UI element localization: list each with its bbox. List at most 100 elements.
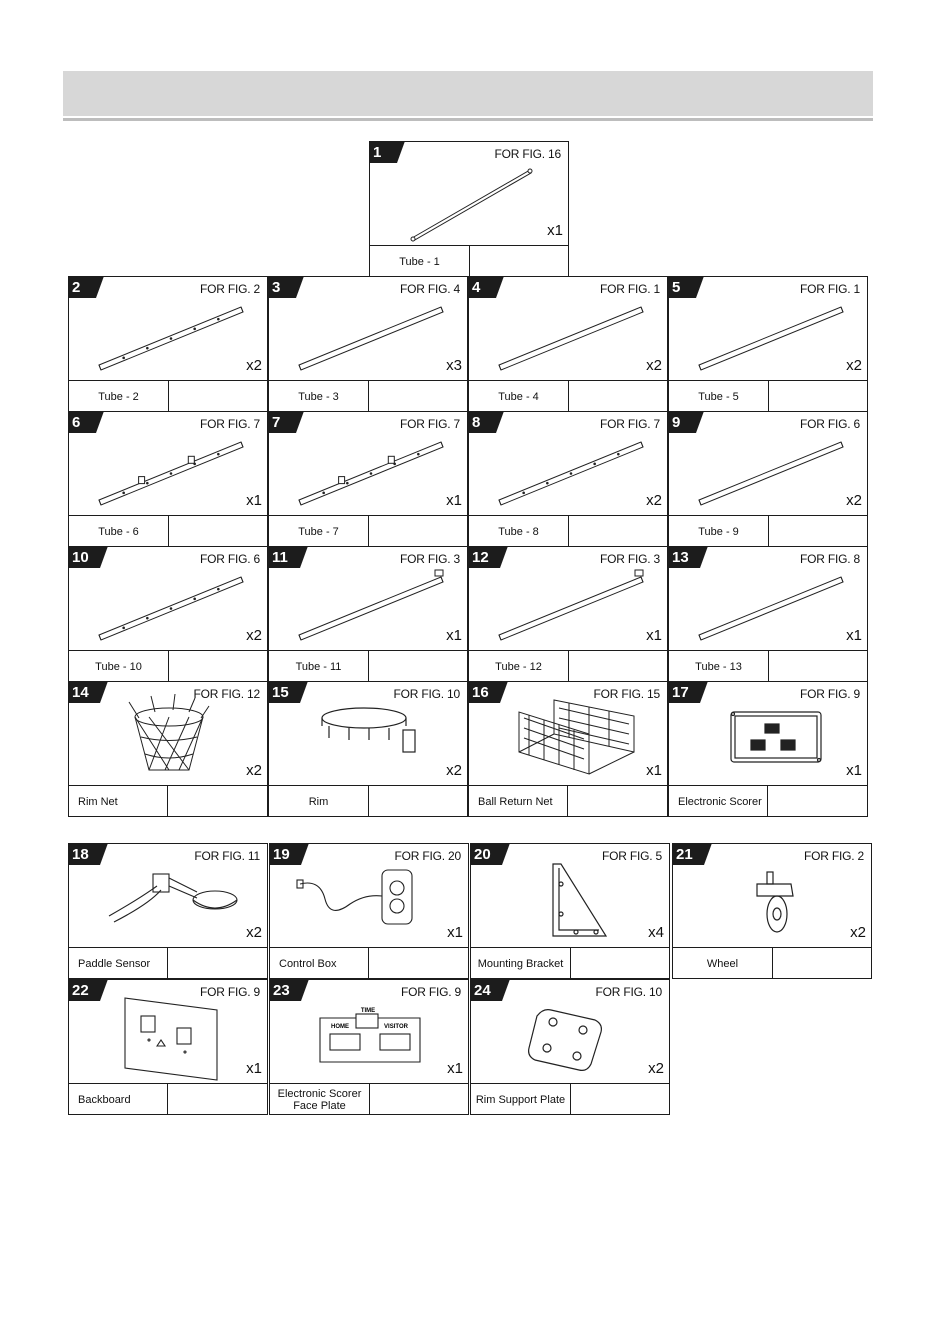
part-number-tab: 10 bbox=[68, 546, 108, 568]
part-name: Tube - 11 bbox=[269, 651, 369, 682]
backboard-icon bbox=[124, 997, 218, 1081]
tube-icon bbox=[98, 306, 244, 371]
part-name: Electronic Scorer Face Plate bbox=[270, 1084, 370, 1115]
part-number-tab: 3 bbox=[268, 276, 304, 298]
figure-reference: FOR FIG. 6 bbox=[799, 417, 860, 431]
part-quantity: x1 bbox=[646, 627, 662, 644]
part-number: 21 bbox=[676, 846, 693, 863]
part-name: Mounting Bracket bbox=[471, 948, 571, 979]
part-label-row: Electronic Scorer Face Plate bbox=[270, 1083, 468, 1115]
part-number-tab: 7 bbox=[268, 411, 304, 433]
part-name: Tube - 9 bbox=[669, 516, 769, 547]
part-image-area bbox=[69, 844, 267, 947]
part-quantity: x1 bbox=[846, 627, 862, 644]
part-cell-12: 12 FOR FIG. 3 x1 Tube - 12 bbox=[468, 546, 668, 682]
part-label-row: Paddle Sensor bbox=[69, 947, 267, 979]
part-cell-2: 2 FOR FIG. 2 x2 Tube - 2 bbox=[68, 276, 268, 412]
part-number: 12 bbox=[472, 549, 489, 566]
part-image-area bbox=[669, 412, 867, 515]
figure-reference: FOR FIG. 11 bbox=[194, 849, 260, 863]
part-label-row: Tube - 8 bbox=[469, 515, 667, 547]
part-image-area bbox=[669, 277, 867, 380]
part-image-area bbox=[69, 412, 267, 515]
part-image-area bbox=[669, 547, 867, 650]
part-name: Tube - 13 bbox=[669, 651, 769, 682]
part-quantity: x3 bbox=[446, 357, 462, 374]
tube-icon bbox=[498, 306, 644, 371]
electronic-scorer-icon bbox=[730, 711, 822, 763]
part-label-row: Wheel bbox=[673, 947, 871, 979]
figure-reference: FOR FIG. 12 bbox=[193, 687, 261, 701]
part-name: Tube - 7 bbox=[269, 516, 369, 547]
part-number-tab: 21 bbox=[672, 843, 712, 865]
part-number-tab: 6 bbox=[68, 411, 104, 433]
part-quantity: x2 bbox=[646, 357, 662, 374]
part-image-area bbox=[269, 277, 467, 380]
figure-reference: FOR FIG. 7 bbox=[199, 417, 260, 431]
part-cell-6: 6 FOR FIG. 7 x1 Tube - 6 bbox=[68, 411, 268, 547]
part-cell-24: 24 FOR FIG. 10 x2 Rim Support Plate bbox=[470, 979, 670, 1115]
part-image-area bbox=[669, 682, 867, 785]
part-number: 11 bbox=[272, 549, 288, 566]
part-quantity: x2 bbox=[246, 627, 262, 644]
tube-icon bbox=[298, 306, 444, 371]
part-name: Tube - 1 bbox=[370, 246, 470, 277]
part-cell-20: 20 FOR FIG. 5 x4 Mounting Bracket bbox=[470, 843, 670, 979]
figure-reference: FOR FIG. 9 bbox=[400, 985, 461, 999]
part-quantity: x2 bbox=[850, 924, 866, 941]
part-cell-7: 7 FOR FIG. 7 x1 Tube - 7 bbox=[268, 411, 468, 547]
part-quantity: x2 bbox=[446, 762, 462, 779]
part-image-area bbox=[269, 682, 467, 785]
part-number: 17 bbox=[672, 684, 689, 701]
part-name: Tube - 4 bbox=[469, 381, 569, 412]
part-cell-5: 5 FOR FIG. 1 x2 Tube - 5 bbox=[668, 276, 868, 412]
part-quantity: x1 bbox=[646, 762, 662, 779]
part-quantity: x1 bbox=[246, 492, 262, 509]
part-image-area bbox=[469, 547, 667, 650]
figure-reference: FOR FIG. 10 bbox=[393, 687, 461, 701]
part-name: Control Box bbox=[270, 948, 369, 979]
part-quantity: x2 bbox=[246, 762, 262, 779]
part-image-area bbox=[270, 844, 468, 947]
part-cell-21: 21 FOR FIG. 2 x2 Wheel bbox=[672, 843, 872, 979]
ball-return-net-icon bbox=[518, 699, 635, 775]
part-image-area bbox=[469, 412, 667, 515]
part-number-tab: 8 bbox=[468, 411, 504, 433]
part-label-row: Rim Net bbox=[69, 785, 267, 817]
figure-reference: FOR FIG. 3 bbox=[599, 552, 660, 566]
part-label-row: Tube - 2 bbox=[69, 380, 267, 412]
part-name: Tube - 8 bbox=[469, 516, 569, 547]
part-name: Tube - 5 bbox=[669, 381, 769, 412]
tube-icon bbox=[410, 168, 533, 242]
part-name: Rim Net bbox=[69, 786, 168, 817]
control-box-icon bbox=[296, 869, 413, 925]
figure-reference: FOR FIG. 7 bbox=[599, 417, 660, 431]
part-quantity: x4 bbox=[648, 924, 664, 941]
part-name: Electronic Scorer bbox=[669, 786, 768, 817]
figure-reference: FOR FIG. 5 bbox=[601, 849, 662, 863]
tube-icon bbox=[98, 576, 244, 641]
part-image-area bbox=[469, 277, 667, 380]
face-plate-label: TIME bbox=[361, 1008, 375, 1014]
part-number: 23 bbox=[273, 982, 290, 999]
part-cell-15: 15 FOR FIG. 10 x2 Rim bbox=[268, 681, 468, 817]
part-image-area bbox=[370, 142, 568, 245]
part-label-row: Tube - 9 bbox=[669, 515, 867, 547]
part-number: 2 bbox=[72, 279, 81, 296]
part-number-tab: 24 bbox=[470, 979, 510, 1001]
part-number: 10 bbox=[72, 549, 89, 566]
rim-support-plate-icon bbox=[528, 1009, 602, 1071]
part-label-row: Tube - 11 bbox=[269, 650, 467, 682]
part-number: 7 bbox=[272, 414, 281, 431]
figure-reference: FOR FIG. 3 bbox=[399, 552, 460, 566]
part-label-row: Tube - 4 bbox=[469, 380, 667, 412]
figure-reference: FOR FIG. 9 bbox=[799, 687, 860, 701]
part-quantity: x2 bbox=[246, 924, 262, 941]
part-image-area bbox=[69, 277, 267, 380]
tube-icon bbox=[498, 569, 644, 641]
part-name: Tube - 6 bbox=[69, 516, 169, 547]
part-name: Rim Support Plate bbox=[471, 1084, 571, 1115]
part-name: Ball Return Net bbox=[469, 786, 568, 817]
part-number-tab: 19 bbox=[269, 843, 309, 865]
figure-reference: FOR FIG. 8 bbox=[799, 552, 860, 566]
